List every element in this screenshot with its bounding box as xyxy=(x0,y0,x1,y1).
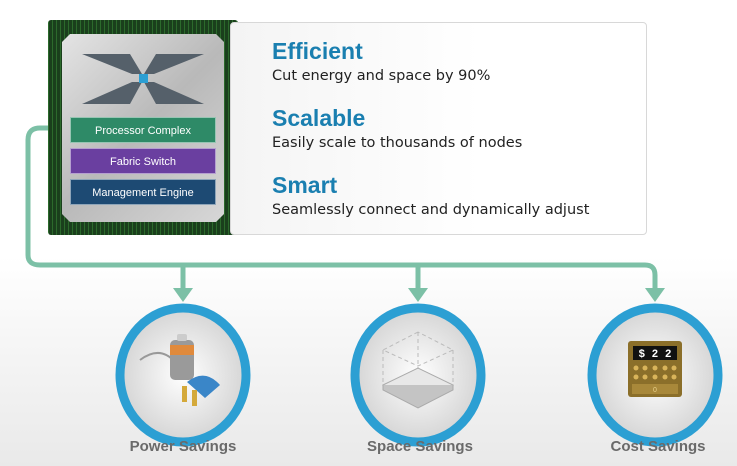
processor-complex-block: Processor Complex xyxy=(70,117,216,143)
arrow-icon xyxy=(645,288,665,302)
cash-register-icon: $ 2 2 0 xyxy=(628,341,682,397)
cube-icon xyxy=(381,331,455,409)
power-savings-circle xyxy=(115,303,251,447)
feature-smart: Smart Seamlessly connect and dynamically… xyxy=(272,172,589,220)
feature-efficient: Efficient Cut energy and space by 90% xyxy=(272,38,490,86)
feature-scalable: Scalable Easily scale to thousands of no… xyxy=(272,105,522,153)
arrow-icon xyxy=(408,288,428,302)
power-savings-label: Power Savings xyxy=(129,438,237,455)
feature-desc: Cut energy and space by 90% xyxy=(272,68,491,84)
feature-title: Efficient xyxy=(272,38,363,64)
fabric-switch-block: Fabric Switch xyxy=(70,148,216,174)
svg-text:$ 2 2: $ 2 2 xyxy=(638,349,671,361)
crossbar-icon xyxy=(82,54,204,104)
features-card xyxy=(230,22,647,235)
feature-title: Scalable xyxy=(272,105,366,131)
feature-desc: Easily scale to thousands of nodes xyxy=(272,135,523,151)
arrow-icon xyxy=(173,288,193,302)
space-savings-circle xyxy=(350,303,486,447)
battery-plug-icon xyxy=(139,334,220,406)
cost-savings-label: Cost Savings xyxy=(610,438,706,455)
feature-title: Smart xyxy=(272,172,338,198)
feature-desc: Seamlessly connect and dynamically adjus… xyxy=(272,202,590,218)
soc-chip: Processor Complex Fabric Switch Manageme… xyxy=(48,20,238,235)
svg-text:0: 0 xyxy=(653,387,657,394)
cost-savings-circle: $ 2 2 0 xyxy=(587,303,723,447)
management-engine-block: Management Engine xyxy=(70,179,216,205)
space-savings-label: Space Savings xyxy=(367,438,473,455)
chip-die: Processor Complex Fabric Switch Manageme… xyxy=(62,34,224,222)
